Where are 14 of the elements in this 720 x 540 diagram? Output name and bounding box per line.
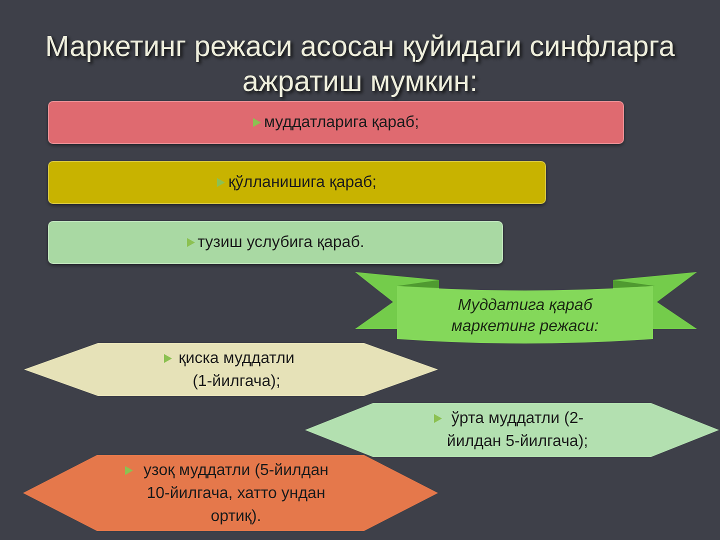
category-bar [48, 101, 624, 144]
hexagon-shape [305, 403, 719, 457]
term-text: қиска муддатли (1-йилгача); [178, 348, 296, 392]
slide-title: Маркетинг режаси асосан қуйидаги синфларга ажратиш мумкин: [44, 30, 676, 100]
category-bar [48, 221, 503, 264]
banner-text: Муддатига қараб маркетинг режаси: [450, 296, 600, 336]
hexagon-shape [23, 455, 438, 531]
category-bar [48, 161, 546, 204]
criterion-text: қўлланишига қараб; [228, 172, 377, 192]
term-text: узоқ муддатли (5-йилдан 10-йилгача, хатто ундан ортиқ). [142, 460, 330, 526]
term-text: ўрта муддатли (2-йилдан 5-йилгача); [446, 409, 590, 452]
hexagon-shape [24, 343, 438, 396]
criterion-text: муддатларига қараб; [264, 112, 420, 132]
criterion-text: тузиш услубига қараб. [198, 232, 364, 252]
